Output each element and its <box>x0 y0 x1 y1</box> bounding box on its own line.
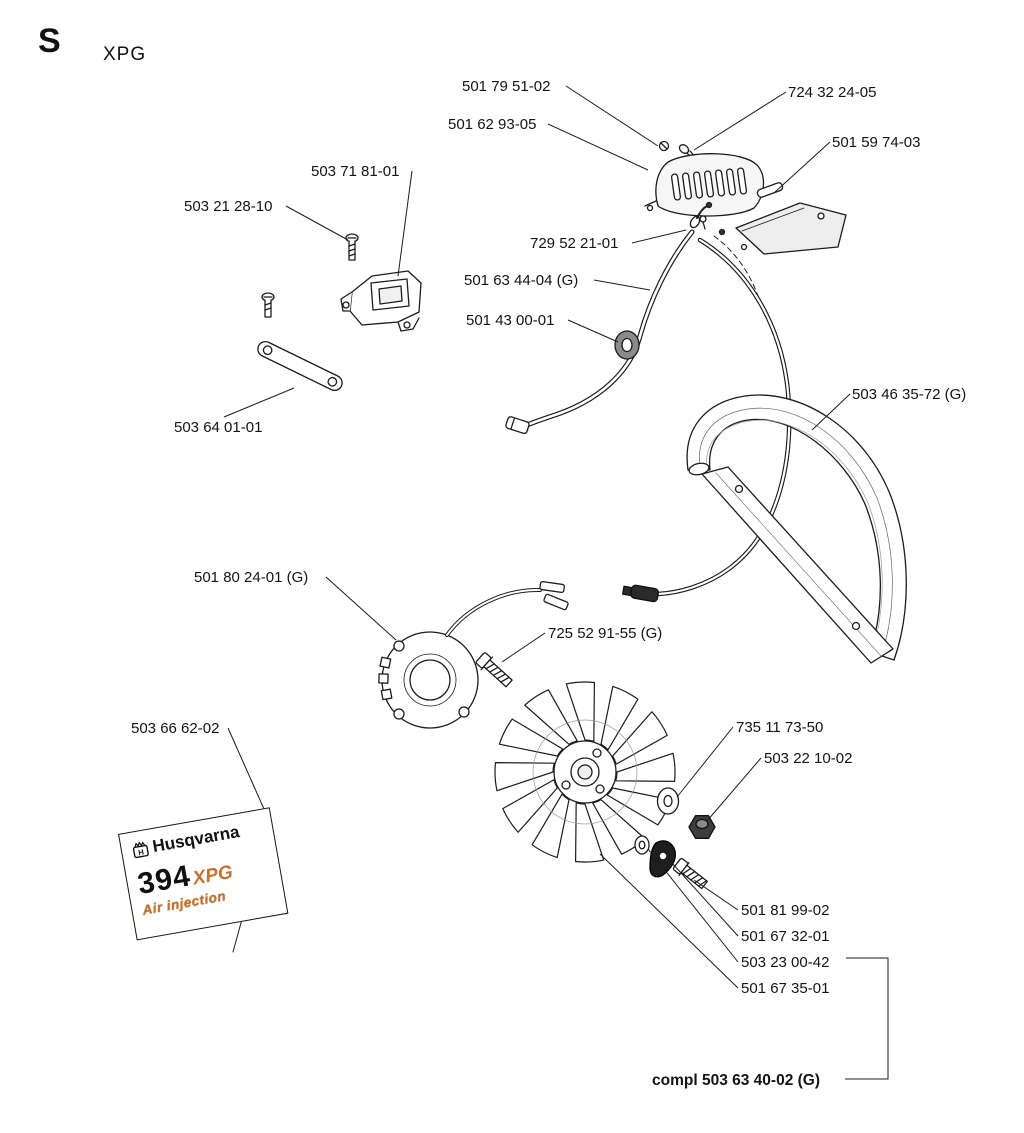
module-screw-1 <box>345 233 359 261</box>
label-501-67-35-01: 501 67 35-01 <box>741 980 830 997</box>
label-503-64-01-01: 503 64 01-01 <box>174 419 263 436</box>
decal-brand-row: H Husqvarna <box>130 818 265 861</box>
label-501-80-24-01: 501 80 24-01 (G) <box>194 569 309 586</box>
svg-text:H: H <box>137 847 144 857</box>
label-501-79-51-02: 501 79 51-02 <box>462 78 551 95</box>
slotted-guard-plate <box>644 153 765 230</box>
label-501-59-74-03: 501 59 74-03 <box>832 134 921 151</box>
label-735-11-73-50: 735 11 73-50 <box>736 719 824 736</box>
label-503-23-00-42: 503 23 00-42 <box>741 954 830 971</box>
cable-grommet <box>614 330 640 360</box>
side-cover-plate <box>718 202 847 255</box>
label-503-46-35-72: 503 46 35-72 (G) <box>852 386 967 403</box>
decal-model-suffix: XPG <box>191 861 235 890</box>
front-handle <box>686 394 907 664</box>
pawl-washer <box>634 835 650 855</box>
guard-rivet-icon <box>658 140 670 152</box>
section-title: XPG <box>103 44 147 65</box>
husqvarna-decal: H Husqvarna 394XPG Air injection <box>118 807 289 941</box>
section-letter: S <box>38 22 61 60</box>
flywheel <box>494 681 676 863</box>
pawl-screw <box>672 858 708 890</box>
label-725-52-91-55: 725 52 91-55 (G) <box>548 625 663 642</box>
decal-brand: Husqvarna <box>151 822 241 857</box>
stator-screw <box>475 652 513 688</box>
label-501-62-93-05: 501 62 93-05 <box>448 116 537 133</box>
ignition-module <box>340 270 422 332</box>
flywheel-washer <box>656 787 680 815</box>
label-503-22-10-02: 503 22 10-02 <box>764 750 853 767</box>
flywheel-nut <box>688 815 716 839</box>
label-501-43-00-01: 501 43 00-01 <box>466 312 555 329</box>
label-729-52-21-01: 729 52 21-01 <box>530 235 619 252</box>
label-501-67-32-01: 501 67 32-01 <box>741 928 830 945</box>
ignition-stator <box>378 580 569 729</box>
wiring-harness <box>621 235 792 603</box>
throttle-cable <box>505 201 713 435</box>
leader-lines <box>223 85 889 1080</box>
label-501-81-99-02: 501 81 99-02 <box>741 902 830 919</box>
starter-pawl <box>649 840 677 878</box>
label-724-32-24-05: 724 32 24-05 <box>788 84 877 101</box>
label-503-66-62-02: 503 66 62-02 <box>131 720 220 737</box>
retainer-strip <box>257 340 343 392</box>
label-503-71-81-01: 503 71 81-01 <box>311 163 400 180</box>
label-503-21-28-10: 503 21 28-10 <box>184 198 273 215</box>
husqvarna-crown-logo: H <box>132 840 149 858</box>
module-screw-2 <box>261 292 275 318</box>
label-501-63-44-04: 501 63 44-04 (G) <box>464 272 579 289</box>
label-compl-503-63-40-02: compl 503 63 40-02 (G) <box>652 1072 820 1089</box>
